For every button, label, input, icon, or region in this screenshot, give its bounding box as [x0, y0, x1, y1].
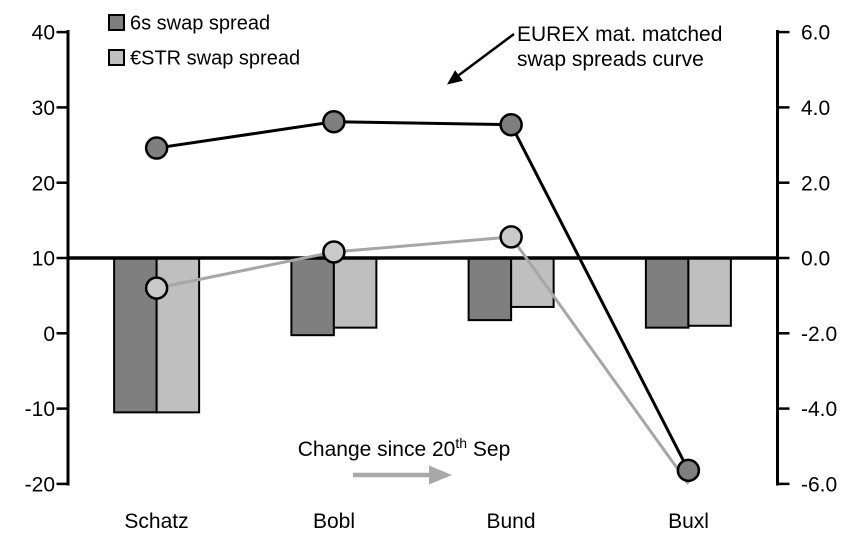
right-tick-label: -4.0 [801, 398, 837, 421]
left-tick-label: 0 [43, 323, 55, 346]
x-label-buxl: Buxl [668, 510, 709, 533]
lines-layer [144, 109, 701, 485]
legend: 6s swap spread €STR swap spread [108, 13, 300, 70]
change-annotation-arrow-icon [353, 465, 452, 485]
curve-annotation: EUREX mat. matched swap spreads curve [447, 23, 722, 85]
left-tick-label: 10 [32, 248, 55, 271]
x-label-bund: Bund [486, 510, 535, 533]
legend-swatch-estr [108, 49, 125, 66]
change-annotation: Change since 20th Sep [298, 435, 511, 485]
marker-6s-bobl [322, 109, 346, 134]
x-label-bobl: Bobl [313, 510, 355, 533]
bar-estr-bobl [332, 257, 378, 329]
marker-estr-schatz [144, 276, 169, 300]
right-tick-label: 4.0 [801, 97, 830, 120]
line-estr [156, 235, 690, 485]
left-tick-label: 30 [32, 97, 55, 120]
change-annotation-text: Change since 20th Sep [298, 435, 511, 461]
change-text-sup: th [455, 435, 467, 451]
marker-estr-bund [499, 225, 523, 249]
bar-6s-bund [467, 257, 513, 322]
right-tick-label: 2.0 [801, 173, 830, 196]
legend-swatch-6s [108, 14, 125, 31]
bars-layer [113, 257, 732, 414]
marker-estr-bobl [322, 240, 346, 264]
bar-estr-buxl [687, 257, 732, 327]
marker-6s-bund [499, 112, 523, 137]
left-tick-label: -10 [25, 398, 55, 421]
curve-annotation-line2: swap spreads curve [517, 48, 704, 71]
x-axis-labels: Schatz Bobl Bund Buxl [124, 510, 709, 533]
right-tick-label: 0.0 [801, 248, 830, 271]
right-axis-ticks [777, 30, 790, 486]
left-tick-label: -20 [25, 474, 55, 497]
line-6s [156, 120, 690, 472]
right-tick-label: -6.0 [801, 474, 837, 497]
legend-label-estr: €STR swap spread [130, 48, 300, 70]
marker-6s-buxl [676, 458, 701, 483]
change-text-prefix: Change since 20 [298, 438, 456, 461]
right-tick-label: 6.0 [801, 22, 830, 45]
left-tick-label: 40 [32, 22, 55, 45]
marker-6s-schatz [144, 136, 169, 160]
change-text-suffix: Sep [467, 438, 510, 461]
curve-annotation-line1: EUREX mat. matched [517, 23, 722, 46]
left-axis-ticks [56, 30, 68, 486]
left-tick-label: 20 [32, 173, 55, 196]
x-label-schatz: Schatz [124, 510, 188, 533]
right-tick-label: -2.0 [801, 323, 837, 346]
bar-6s-buxl [644, 257, 690, 329]
left-axis: 40 30 20 10 0 -10 -20 [25, 22, 70, 497]
legend-label-6s: 6s swap spread [130, 13, 270, 35]
right-axis: 6.0 4.0 2.0 0.0 -2.0 -4.0 -6.0 [776, 22, 837, 497]
bar-6s-bobl [290, 257, 335, 337]
curve-annotation-arrow-icon [447, 32, 515, 85]
